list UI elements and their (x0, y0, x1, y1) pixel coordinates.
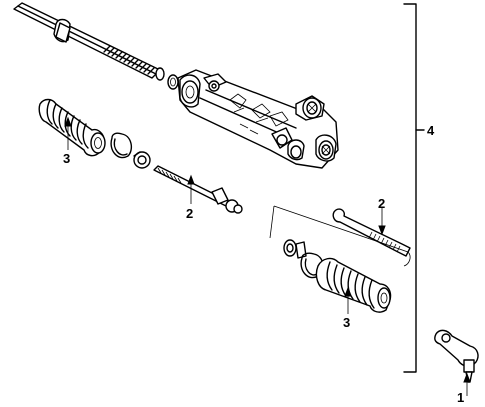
inner-tie-rod-lower (153, 165, 243, 214)
rack-bar (13, 2, 165, 81)
callout-3-right: 3 (343, 315, 351, 330)
bushing-left (133, 151, 151, 169)
leader-arrow-1 (463, 372, 471, 396)
outer-tie-rod-end (434, 329, 479, 383)
callout-3-left: 3 (63, 151, 71, 166)
seal-ring-upper (167, 74, 179, 90)
rack-teeth (103, 45, 155, 75)
leader-arrow-2-upper (378, 208, 386, 236)
assembly-bracket (403, 3, 417, 373)
rack-housing (177, 69, 339, 169)
callout-4: 4 (427, 123, 435, 138)
boot-clamp-left (110, 132, 133, 159)
detail-bracket (269, 205, 411, 267)
leader-arrow-2-lower (187, 174, 195, 204)
callout-2-upper: 2 (378, 196, 386, 211)
leader-arrow-3-left (64, 116, 72, 150)
leader-arrow-3-right (344, 286, 352, 314)
bushing-right (283, 239, 307, 259)
callout-2-lower: 2 (186, 206, 194, 221)
bellows-boot-left (38, 98, 106, 157)
bellows-boot-right (315, 257, 392, 313)
callout-1: 1 (457, 390, 465, 405)
